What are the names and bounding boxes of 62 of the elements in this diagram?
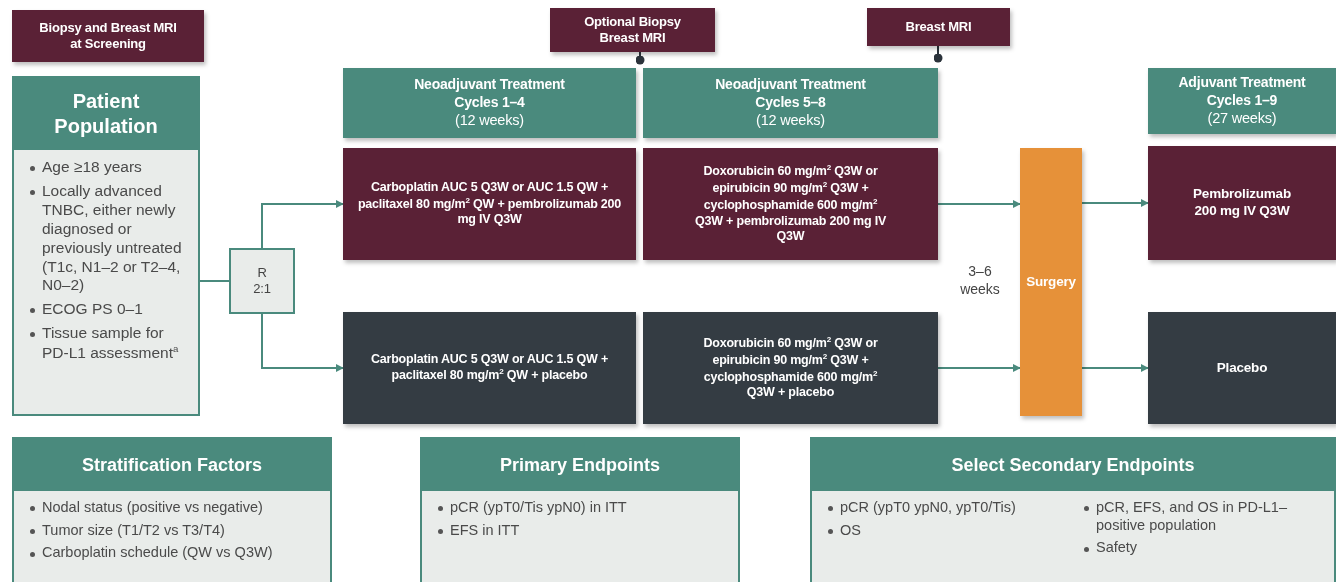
bullet-text: Age ≥18 years [42, 158, 143, 177]
info-panel [420, 437, 740, 582]
box-text: Breast MRI [905, 18, 972, 36]
box-text: Neoadjuvant Treatment Cycles 1–4 [413, 76, 566, 112]
arrow [1081, 199, 1149, 207]
info-panel [810, 437, 1336, 582]
box-text: Carboplatin AUC 5 Q3W or AUC 1.5 QW + paclitaxel 80 mg/m$^{2}$ QW + placebo [369, 351, 610, 385]
bullet-text: pCR, EFS, and OS in PD-L1–positive population [1096, 499, 1288, 535]
interval-label: 3–6 weeks [959, 262, 1001, 299]
arrow [1081, 364, 1149, 372]
timepoint-marker [933, 45, 943, 63]
bullet-text: pCR (ypT0/Tis ypN0) in ITT [450, 499, 628, 517]
assessment-box [12, 10, 204, 62]
box-text: Neoadjuvant Treatment Cycles 5–8 [714, 76, 867, 112]
connector-line [199, 280, 230, 282]
box-text: Doxorubicin 60 mg/m$^{2}$ Q3W or epirubicin 90 mg/m$^{2}$ Q3W + cyclophosphamide 600 mg/m$^{2}$ Q3W + pembrolizumab 200 mg IV Q3W [693, 163, 888, 245]
phase-header-box [1148, 68, 1336, 134]
assessment-box [867, 8, 1010, 46]
phase-header-box [643, 68, 938, 138]
treatment-box [343, 312, 636, 424]
box-text: Placebo [1216, 359, 1268, 377]
bullet-text: EFS in ITT [450, 521, 521, 540]
treatment-box [643, 312, 938, 424]
duration-text: (12 weeks) [455, 111, 524, 130]
box-text: Doxorubicin 60 mg/m$^{2}$ Q3W or epirubicin 90 mg/m$^{2}$ Q3W + cyclophosphamide 600 mg/m$^{2}$ Q3W + placebo [702, 335, 879, 401]
assessment-box [550, 8, 715, 52]
info-panel [12, 437, 332, 582]
duration-text: (27 weeks) [1207, 109, 1277, 128]
surgery-bar [1020, 148, 1082, 416]
box-text: Adjuvant Treatment Cycles 1–9 [1177, 74, 1307, 110]
bullet-text: Carboplatin schedule (QW vs Q3W) [42, 544, 274, 563]
box-text: R 2:1 [252, 264, 272, 298]
panel-header: Patient Population [14, 78, 198, 150]
treatment-box [1148, 312, 1336, 424]
phase-header-box [343, 68, 636, 138]
arrow [261, 313, 344, 372]
timepoint-marker [635, 51, 645, 65]
box-text: Pembrolizumab 200 mg IV Q3W [1192, 186, 1292, 220]
bullet-text: Safety [1096, 539, 1139, 558]
info-panel [12, 76, 200, 416]
bullet-text: Nodal status (positive vs negative) [42, 499, 264, 517]
box-text: Optional Biopsy Breast MRI [583, 13, 682, 47]
randomization-box [229, 248, 295, 314]
treatment-box [643, 148, 938, 260]
duration-text: (12 weeks) [756, 111, 825, 130]
bullet-text: OS [840, 521, 862, 540]
bullet-text: Tissue sample for PD-L1 assessment$^{a}$ [42, 324, 180, 364]
treatment-box [343, 148, 636, 260]
arrow [937, 364, 1021, 372]
box-text: Biopsy and Breast MRI at Screening [38, 19, 178, 53]
panel-header: Select Secondary Endpoints [812, 439, 1334, 491]
panel-header: Primary Endpoints [422, 439, 738, 491]
bullet-text: ECOG PS 0–1 [42, 300, 144, 320]
arrow [937, 200, 1021, 208]
bullet-text: pCR (ypT0 ypN0, ypT0/Tis) [840, 499, 1017, 517]
panel-header: Stratification Factors [14, 439, 330, 491]
bullet-text: Tumor size (T1/T2 vs T3/T4) [42, 521, 226, 540]
box-text: Surgery [1026, 273, 1076, 291]
treatment-box [1148, 146, 1336, 260]
box-text: Carboplatin AUC 5 Q3W or AUC 1.5 QW + paclitaxel 80 mg/m$^{2}$ QW + pembrolizumab 200 mg IV Q3W [356, 180, 623, 228]
bullet-text: Locally advanced TNBC, either newly diagnosed or previously untreated (T1c, N1–2 or T2–4, N0–2) [42, 181, 183, 296]
arrow [261, 200, 344, 249]
